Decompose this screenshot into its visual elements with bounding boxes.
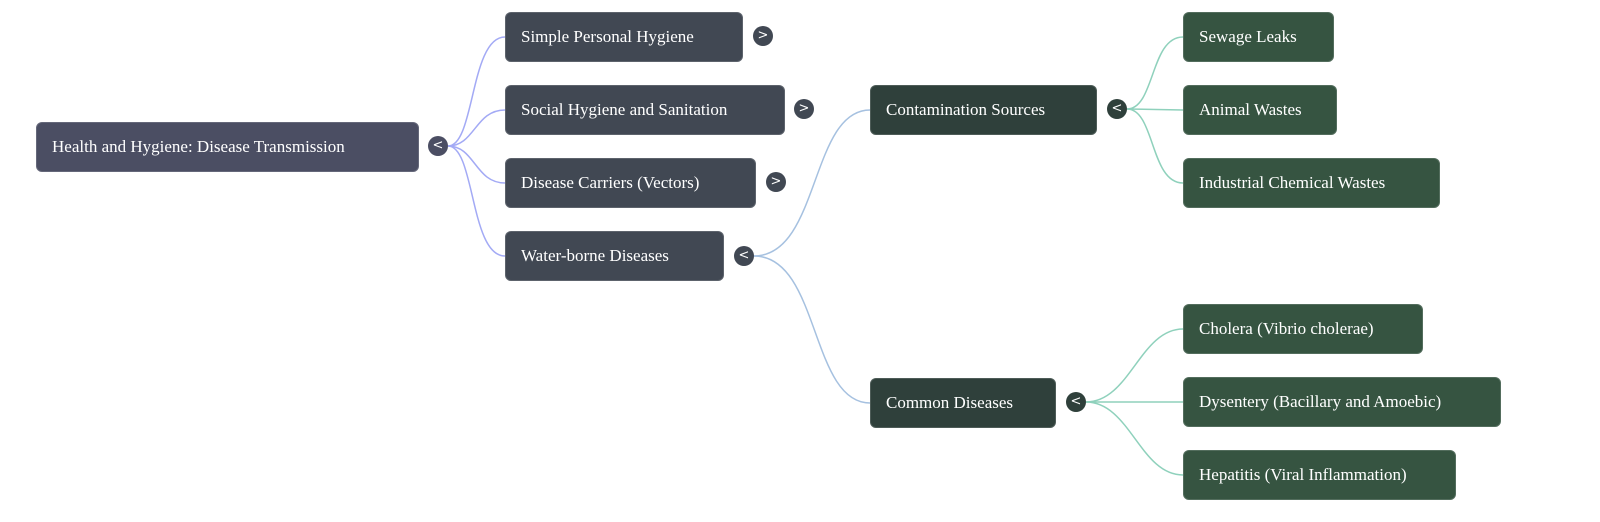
node-animal-wastes[interactable]: Animal Wastes xyxy=(1183,85,1337,135)
expand-toggle-simple-personal-hygiene[interactable]: > xyxy=(753,26,773,46)
node-water-borne-diseases[interactable]: Water-borne Diseases xyxy=(505,231,724,281)
link-common-hepatitis xyxy=(1085,401,1184,476)
expand-toggle-social-hygiene[interactable]: > xyxy=(794,99,814,119)
node-cholera[interactable]: Cholera (Vibrio cholerae) xyxy=(1183,304,1423,354)
node-disease-carriers[interactable]: Disease Carriers (Vectors) xyxy=(505,158,756,208)
link-water-contamination xyxy=(753,109,871,257)
link-cont-industrial xyxy=(1126,108,1184,184)
node-contamination-sources[interactable]: Contamination Sources xyxy=(870,85,1097,135)
link-root-social xyxy=(447,109,506,147)
link-cont-sewage xyxy=(1126,36,1184,110)
node-common-diseases[interactable]: Common Diseases xyxy=(870,378,1056,428)
node-sewage-leaks[interactable]: Sewage Leaks xyxy=(1183,12,1334,62)
node-simple-personal-hygiene[interactable]: Simple Personal Hygiene xyxy=(505,12,743,62)
link-root-water xyxy=(447,145,506,257)
collapse-toggle-contamination[interactable]: < xyxy=(1107,99,1127,119)
link-root-simple xyxy=(447,36,506,147)
node-hepatitis[interactable]: Hepatitis (Viral Inflammation) xyxy=(1183,450,1456,500)
root-node[interactable]: Health and Hygiene: Disease Transmission xyxy=(36,122,419,172)
collapse-toggle-common-diseases[interactable]: < xyxy=(1066,392,1086,412)
link-water-common xyxy=(753,255,871,404)
collapse-toggle-root[interactable]: < xyxy=(428,136,448,156)
collapse-toggle-water-borne[interactable]: < xyxy=(734,246,754,266)
node-social-hygiene[interactable]: Social Hygiene and Sanitation xyxy=(505,85,785,135)
node-dysentery[interactable]: Dysentery (Bacillary and Amoebic) xyxy=(1183,377,1501,427)
expand-toggle-disease-carriers[interactable]: > xyxy=(766,172,786,192)
node-industrial-chemical-wastes[interactable]: Industrial Chemical Wastes xyxy=(1183,158,1440,208)
link-root-carriers xyxy=(447,145,506,184)
link-cont-animal xyxy=(1126,108,1184,111)
link-common-cholera xyxy=(1085,328,1184,403)
